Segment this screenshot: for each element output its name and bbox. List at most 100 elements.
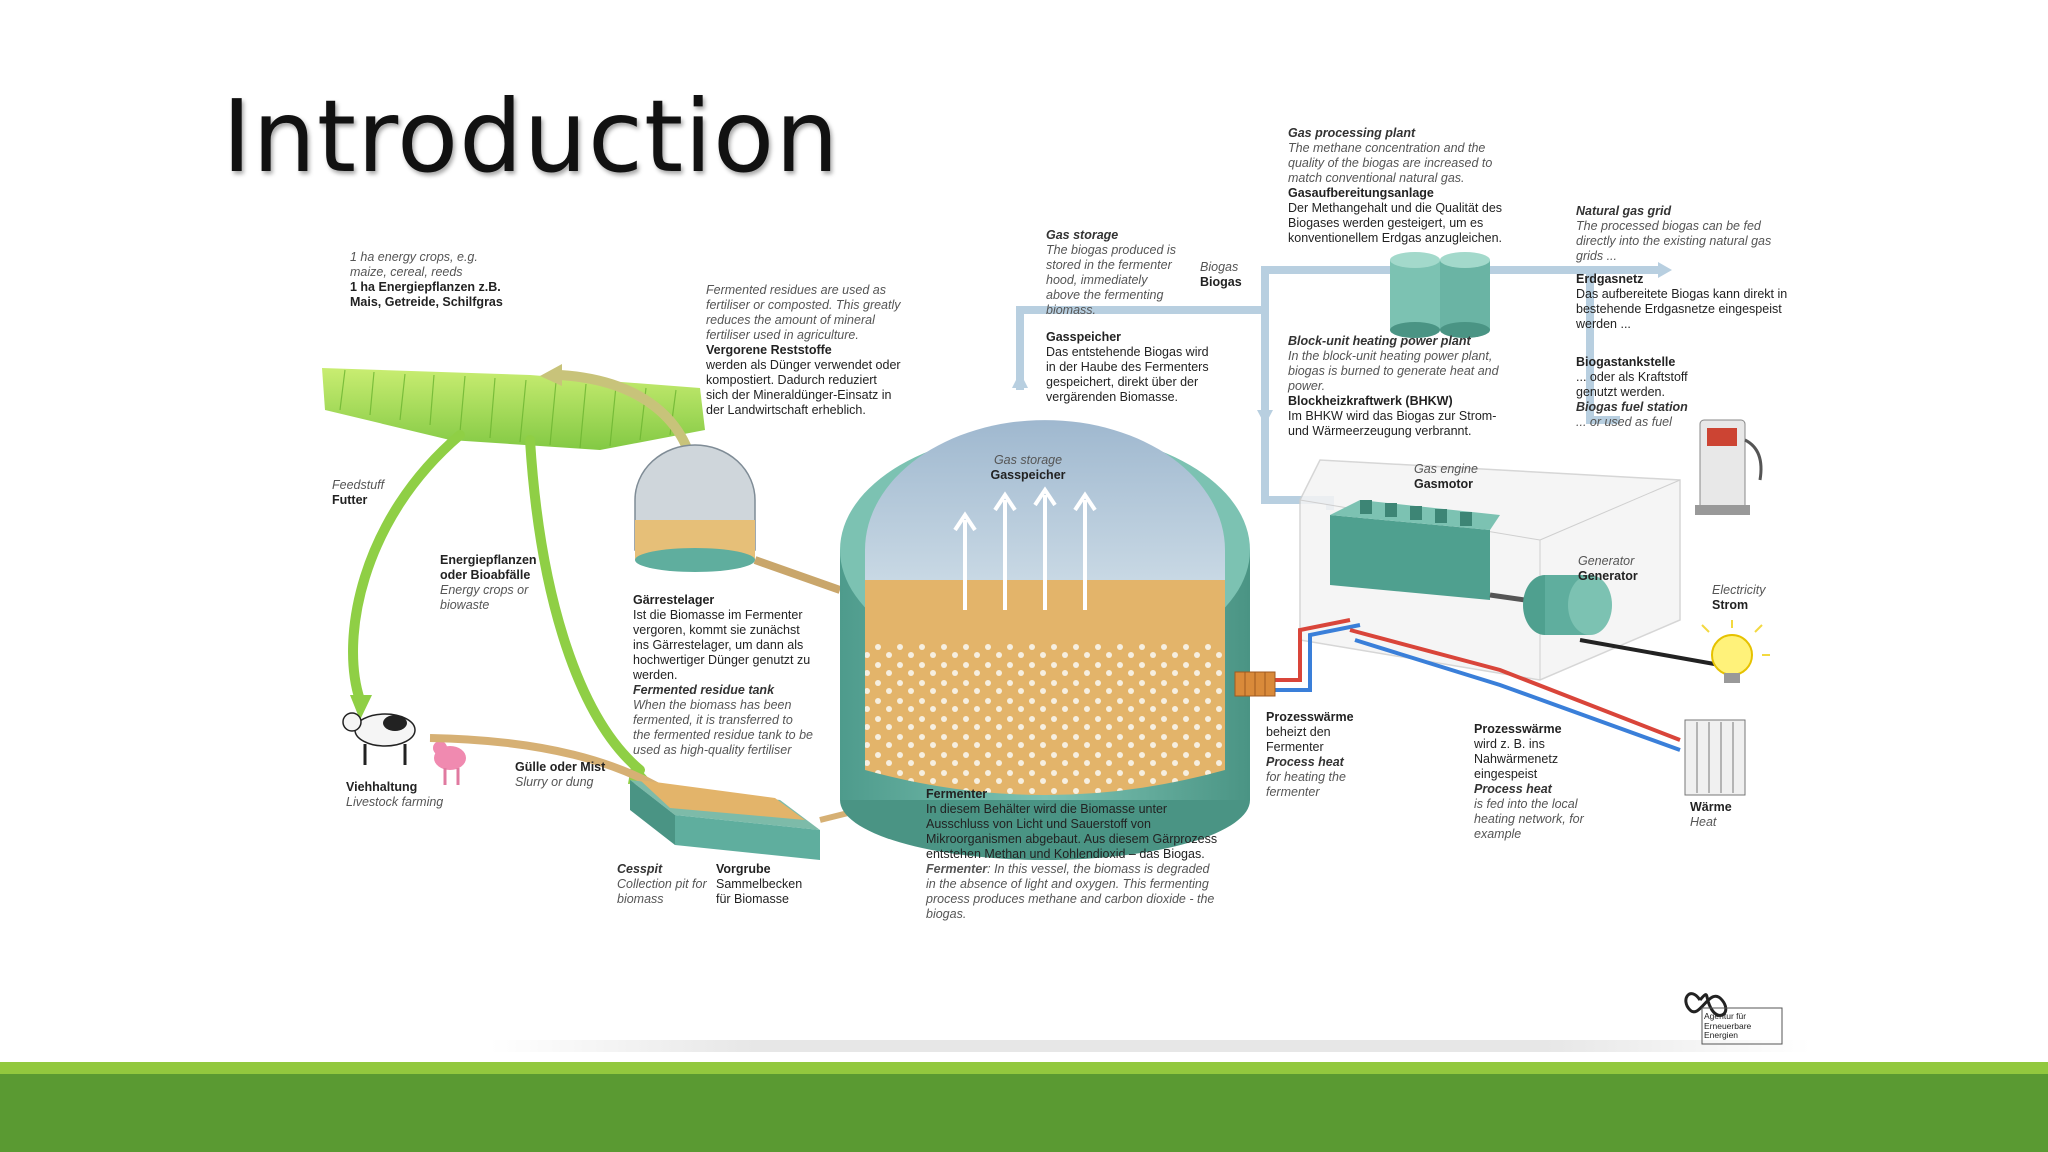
fermented-de: Vergorene Reststoffe: [706, 343, 832, 357]
electricity-en: Electricity: [1712, 583, 1766, 597]
bhkw-de: Blockheizkraftwerk (BHKW): [1288, 394, 1453, 408]
heat2-de: Prozesswärme: [1474, 722, 1562, 736]
residue-pipe: [753, 556, 842, 594]
fermenter-en: Fermenter: [926, 862, 988, 876]
label-vorgrube: Vorgrube Sammelbecken für Biomasse: [716, 862, 816, 907]
heat1-de-text: beheizt den Fermenter: [1266, 725, 1331, 754]
label-generator: Generator Generator: [1578, 554, 1658, 584]
heat1-en: Process heat: [1266, 755, 1344, 769]
label-biogas: Biogas Biogas: [1200, 260, 1260, 290]
energy-crops-field: [322, 368, 705, 450]
generator-de: Generator: [1578, 569, 1638, 583]
footer-band-light: [0, 1062, 2048, 1074]
dome-de: Gasspeicher: [990, 468, 1066, 482]
label-gasspeicher: Gasspeicher Das entstehende Biogas wird …: [1046, 330, 1216, 405]
label-electricity: Electricity Strom: [1712, 583, 1782, 613]
fuelstation-en-text: ... or used as fuel: [1576, 415, 1672, 429]
fuelstation-en: Biogas fuel station: [1576, 400, 1688, 414]
vorgrube-de: Vorgrube: [716, 862, 771, 876]
infinity-icon: [1684, 992, 1728, 1017]
cow-icon: [342, 712, 416, 765]
gasstorage-en-text: The biogas produced is stored in the fer…: [1046, 243, 1176, 317]
naturalgas-en: Natural gas grid: [1576, 204, 1672, 218]
arrow-head-icon: [540, 364, 562, 386]
naturalgas-de: Erdgasnetz: [1576, 272, 1644, 286]
cesspit-en-text: Collection pit for biomass: [617, 877, 707, 906]
gasstorage-en: Gas storage: [1046, 228, 1119, 242]
fuelstation-de: Biogastankstelle: [1576, 355, 1676, 369]
feedstuff-arrow: [348, 430, 465, 705]
fermented-en: Fermented residues are used as fertilise…: [706, 283, 901, 342]
footer-band-dark: [0, 1074, 2048, 1152]
label-fuel-station: Biogastankstelle ... oder als Kraftstoff…: [1576, 355, 1726, 430]
processing-de-text: Der Methangehalt und die Qualität des Bi…: [1288, 201, 1503, 245]
heat2-en: Process heat: [1474, 782, 1552, 796]
radiator-icon: [1684, 719, 1746, 796]
residue-tank: [634, 444, 756, 572]
agency-logo: [1684, 992, 1783, 1045]
label-dome-gas-storage: Gas storage Gasspeicher: [983, 453, 1073, 483]
cesspit-pit: [630, 780, 820, 860]
logo-text: Agentur für Erneuerbare Energien: [1704, 1011, 1752, 1040]
heat1-en-text: for heating the fermenter: [1266, 770, 1346, 799]
label-fermenter: Fermenter In diesem Behälter wird die Bi…: [926, 787, 1221, 922]
naturalgas-de-text: Das aufbereitete Biogas kann direkt in b…: [1576, 287, 1788, 331]
label-fermented-residues: Fermented residues are used as fertilise…: [706, 283, 902, 418]
gasspeicher-de: Gasspeicher: [1046, 330, 1122, 344]
image-shadow: [490, 1040, 1810, 1052]
fermenter-de: Fermenter: [926, 787, 988, 801]
processing-en-text: The methane concentration and the qualit…: [1288, 141, 1493, 185]
label-gas-storage: Gas storage The biogas produced is store…: [1046, 228, 1176, 318]
pipe-arrows: [1012, 262, 1672, 425]
fermenter-en-text: : In this vessel, the biomass is degrade…: [926, 862, 1215, 921]
residuetank-en-text: When the biomass has been fermented, it …: [633, 698, 813, 757]
bhkw-en: Block-unit heating power plant: [1288, 334, 1471, 348]
fermenter-tank: [840, 420, 1250, 860]
light-bulb-icon: [1701, 620, 1770, 683]
biogas-process-diagram: [322, 252, 1770, 860]
heat-pipes: [1260, 618, 1681, 752]
heat2-de-text: wird z. B. ins Nahwärmenetz eingespeist: [1474, 737, 1559, 781]
label-process-heat-fermenter: Prozesswärme beheizt den Fermenter Proce…: [1266, 710, 1366, 800]
fuel-pump-icon: [1695, 419, 1763, 515]
label-residue-tank: Gärrestelager Ist die Biomasse im Fermen…: [633, 593, 813, 758]
biogas-en: Biogas: [1200, 260, 1239, 274]
label-natural-gas: Natural gas grid The processed biogas ca…: [1576, 204, 1791, 332]
crops-arrow: [525, 435, 645, 775]
slurry-de: Gülle oder Mist: [515, 760, 606, 774]
fermented-de-text: werden als Dünger verwendet oder kompost…: [706, 358, 901, 417]
label-cesspit: Cesspit Collection pit for biomass: [617, 862, 711, 907]
crops-en: 1 ha energy crops, e.g. maize, cereal, r…: [350, 250, 478, 279]
engine-en: Gas engine: [1414, 462, 1478, 476]
label-heat: Wärme Heat: [1690, 800, 1750, 830]
processing-de: Gasaufbereitungsanlage: [1288, 186, 1434, 200]
gas-processing-tanks: [1390, 252, 1490, 338]
electricity-de: Strom: [1712, 598, 1749, 612]
processing-en: Gas processing plant: [1288, 126, 1416, 140]
arrow-head-icon: [350, 695, 372, 720]
gas-engine: [1330, 500, 1500, 600]
heat1-de: Prozesswärme: [1266, 710, 1354, 724]
label-energy-crops: 1 ha energy crops, e.g. maize, cereal, r…: [350, 250, 510, 310]
naturalgas-en-text: The processed biogas can be fed directly…: [1576, 219, 1772, 263]
bhkw-de-text: Im BHKW wird das Biogas zur Strom- und W…: [1288, 409, 1497, 438]
bhkw-en-text: In the block-unit heating power plant, b…: [1288, 349, 1499, 393]
label-slurry: Gülle oder Mist Slurry or dung: [515, 760, 625, 790]
gasspeicher-de-text: Das entstehende Biogas wird in der Haube…: [1046, 345, 1209, 404]
residuetank-en: Fermented residue tank: [633, 683, 775, 697]
heat2-en-text: is fed into the local heating network, f…: [1474, 797, 1584, 841]
slurry-en: Slurry or dung: [515, 775, 594, 789]
power-line: [1579, 638, 1721, 667]
label-bhkw: Block-unit heating power plant In the bl…: [1288, 334, 1518, 439]
pig-icon: [433, 741, 466, 785]
cesspit-en: Cesspit: [617, 862, 663, 876]
label-energy-crops-biowaste: Energiepflanzen oder Bioabfälle Energy c…: [440, 553, 550, 613]
gas-rising-arrows: [953, 486, 1097, 610]
residuetank-de-text: Ist die Biomasse im Fermenter vergoren, …: [633, 608, 811, 682]
label-gas-processing: Gas processing plant The methane concent…: [1288, 126, 1508, 246]
heat-exchanger: [1234, 671, 1276, 697]
vorgrube-de-text: Sammelbecken für Biomasse: [716, 877, 803, 906]
biogas-de: Biogas: [1200, 275, 1242, 289]
waerme-en: Heat: [1690, 815, 1717, 829]
energycrops-en: Energy crops or biowaste: [440, 583, 529, 612]
